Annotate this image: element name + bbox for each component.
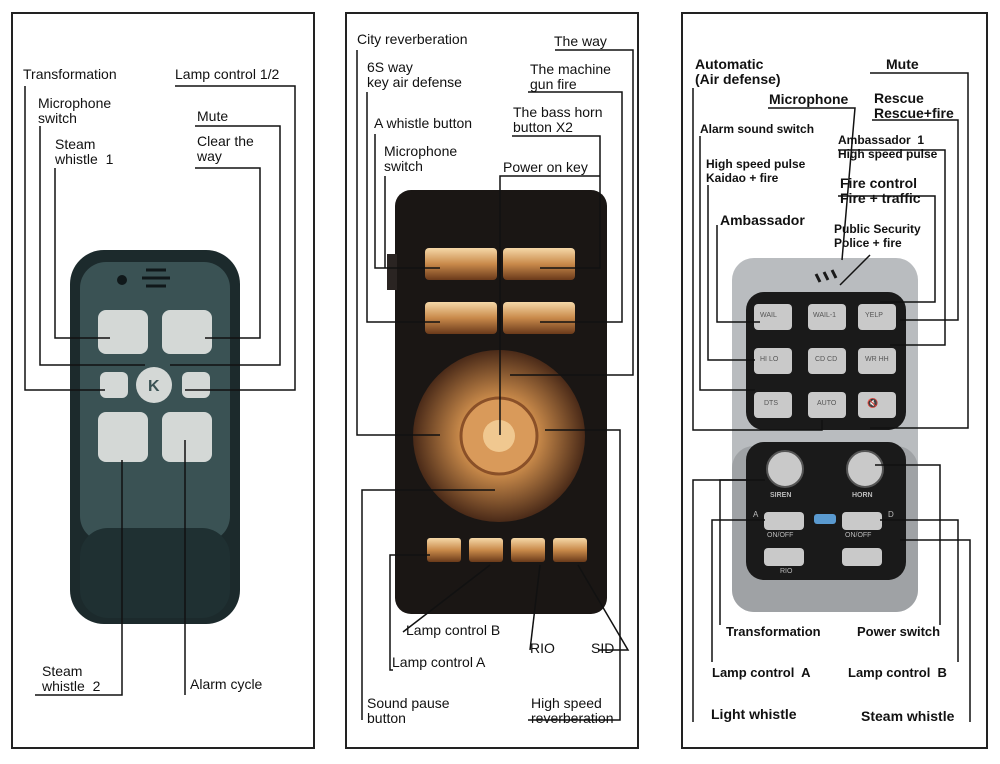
- remote-btn-top-left: [98, 310, 148, 354]
- p2-lamp-control-b-label: Lamp control B: [406, 622, 501, 638]
- p3-fire-control-label: Fire control Fire + traffic: [840, 175, 921, 206]
- siren-controller-image: [387, 190, 607, 614]
- p3-horn-knob: [846, 450, 884, 488]
- remote-btn-bottom-left: [98, 412, 148, 462]
- p1-lamp-control-label: Lamp control 1/2: [175, 66, 280, 82]
- p2-a-whistle-label: A whistle button: [374, 115, 473, 131]
- p3-power-switch-label: Power switch: [857, 624, 941, 639]
- p2-machine-gun-label: The machine gun fire: [530, 61, 611, 92]
- p3-key-wr[interactable]: WR HH: [865, 356, 889, 363]
- p2-btn-bottom-4: [553, 538, 587, 562]
- p2-btn-row2-right: [503, 302, 575, 334]
- p1-alarm-cycle-label: Alarm cycle: [190, 676, 263, 692]
- p3-key-a-onoff: [764, 512, 804, 530]
- p3-onoff-a-label: ON/OFF: [767, 532, 794, 539]
- p3-automatic-label: Automatic (Air defense): [695, 56, 781, 87]
- p3-ambassador-label: Ambassador: [720, 212, 805, 228]
- p3-key-hilo[interactable]: HI LO: [760, 356, 779, 363]
- p3-public-security-label: Public Security Police + fire: [834, 222, 921, 250]
- p3-lamp-control-a-label: Lamp control A: [712, 665, 811, 680]
- p3-key-d-onoff: [842, 512, 882, 530]
- p3-alarm-sound-switch-label: Alarm sound switch: [700, 122, 815, 136]
- keypad-controller-image: [732, 258, 918, 612]
- p3-transformation-label: Transformation: [726, 624, 821, 639]
- remote-btn-mid-right: [182, 372, 210, 398]
- p1-steam-whistle-2-label: Steam whistle 2: [42, 663, 101, 694]
- p1-microphone-switch-label: Microphone switch: [38, 95, 112, 126]
- p3-siren-knob: [766, 450, 804, 488]
- p3-key-cd[interactable]: CD CD: [815, 356, 838, 363]
- p3-steam-whistle-label: Steam whistle: [861, 708, 955, 724]
- p2-sound-pause-label: Sound pause button: [367, 695, 450, 726]
- remote-speaker-grille: [142, 268, 170, 288]
- p3-siren-label: SIREN: [770, 492, 792, 499]
- p3-car-emblem: [814, 514, 836, 524]
- p2-btn-row1-right: [503, 248, 575, 280]
- p2-btn-bottom-3: [511, 538, 545, 562]
- p1-transformation-label: Transformation: [23, 66, 117, 82]
- p2-btn-bottom-1: [427, 538, 461, 562]
- p3-lamp-control-b-label: Lamp control B: [848, 665, 947, 680]
- p2-the-way-label: The way: [554, 33, 607, 49]
- p3-horn-label: HORN: [852, 492, 873, 499]
- remote-led: [117, 275, 127, 285]
- p3-rescue-label: Rescue Rescue+fire: [874, 90, 954, 121]
- p2-btn-row1-left: [425, 248, 497, 280]
- p3-key-mic-icon[interactable]: 🔇: [867, 398, 879, 408]
- p3-microphone-label: Microphone: [769, 91, 849, 107]
- p3-d-letter: D: [888, 510, 894, 519]
- p1-clear-the-way-label: Clear the way: [197, 133, 254, 164]
- p2-city-reverberation-label: City reverberation: [357, 31, 468, 47]
- p2-btn-bottom-2: [469, 538, 503, 562]
- p2-btn-row2-left: [425, 302, 497, 334]
- p3-mute-label: Mute: [886, 56, 919, 72]
- p3-a-letter: A: [753, 510, 759, 519]
- p2-high-speed-reverb-label: High speed reverberation: [531, 695, 614, 726]
- p2-lamp-control-a-label: Lamp control A: [392, 654, 486, 670]
- p3-key-wail[interactable]: WAIL: [760, 312, 777, 319]
- p3-ambassador-1-label: Ambassador 1 High speed pulse: [838, 133, 938, 161]
- remote-btn-center: [136, 367, 172, 403]
- p3-key-yelp[interactable]: YELP: [865, 312, 883, 319]
- p2-power-on-key-label: Power on key: [503, 159, 588, 175]
- p3-key-auto[interactable]: AUTO: [817, 400, 837, 407]
- p2-rio-label: RIO: [530, 640, 555, 656]
- p1-steam-whistle-1-label: Steam whistle 1: [55, 136, 114, 167]
- p3-key-wail-1[interactable]: WAIL-1: [813, 312, 837, 319]
- remote-control-image: K: [70, 250, 240, 624]
- p2-microphone-switch-label: Microphone switch: [384, 143, 458, 174]
- p2-6s-way-label: 6S way key air defense: [367, 59, 462, 90]
- p3-light-whistle-label: Light whistle: [711, 706, 797, 722]
- p3-key-blank: [842, 548, 882, 566]
- remote-btn-mid-left: [100, 372, 128, 398]
- p3-high-speed-pulse-label: High speed pulse Kaidao + fire: [706, 157, 806, 185]
- p3-onoff-b-label: ON/OFF: [845, 532, 872, 539]
- svg-text:K: K: [148, 378, 160, 395]
- p3-key-rio: [764, 548, 804, 566]
- p3-rio-label: RIO: [780, 568, 793, 575]
- p3-key-dts[interactable]: DTS: [764, 400, 778, 407]
- remote-btn-top-right: [162, 310, 212, 354]
- p2-bass-horn-label: The bass horn button X2: [513, 104, 603, 135]
- p2-sid-label: SID: [591, 640, 615, 656]
- p1-mute-label: Mute: [197, 108, 229, 124]
- remote-btn-bottom-right: [162, 412, 212, 462]
